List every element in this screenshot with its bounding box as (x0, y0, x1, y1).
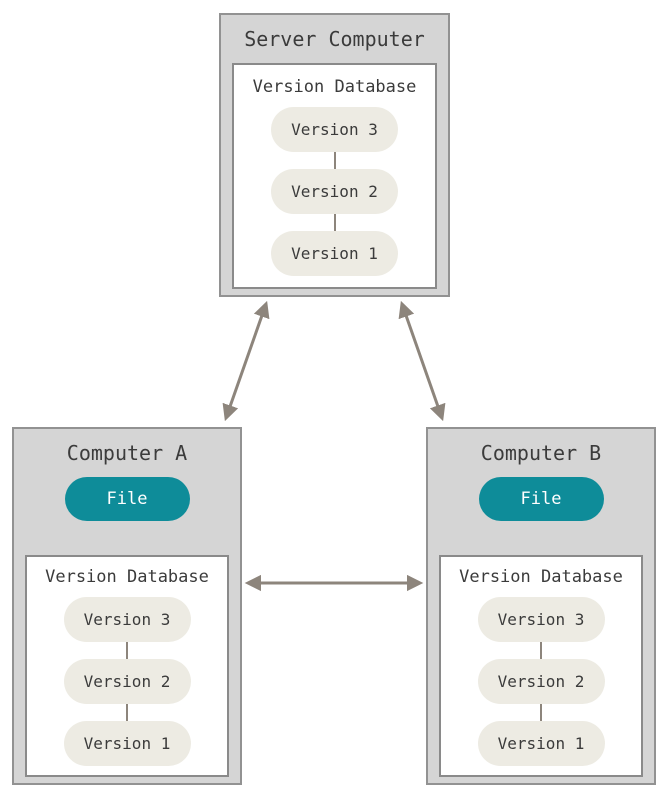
computer-b-box: Computer B File Version Database Version… (426, 427, 656, 785)
server-version-1-pill: Version 1 (271, 231, 398, 276)
computer-b-file-pill: File (478, 477, 604, 521)
computer-b-version-2-pill: Version 2 (477, 659, 605, 704)
computer-a-version-stack: Version 3 Version 2 Version 1 (27, 597, 227, 766)
server-version-database-box: Version Database Version 3 Version 2 Ver… (232, 63, 437, 289)
computer-a-title: Computer A (66, 441, 188, 465)
computer-a-version-database-label: Version Database (45, 567, 209, 587)
server-version-stack: Version 3 Version 2 Version 1 (234, 107, 435, 276)
computer-a-version-1-pill: Version 1 (63, 721, 191, 766)
server-version-3-pill: Version 3 (271, 107, 398, 152)
server-computer-box: Server Computer Version Database Version… (219, 13, 450, 297)
computer-b-title: Computer B (480, 441, 602, 465)
computer-a-version-3-pill: Version 3 (63, 597, 191, 642)
server-version-2-pill: Version 2 (271, 169, 398, 214)
computer-a-file-pill: File (64, 477, 190, 521)
computer-b-version-stack: Version 3 Version 2 Version 1 (441, 597, 641, 766)
arrow-server-computer-b (398, 300, 446, 422)
computer-b-connector-2-1 (540, 704, 542, 721)
arrow-server-computer-a (222, 300, 270, 422)
server-version-database-label: Version Database (252, 77, 417, 97)
computer-b-connector-3-2 (540, 642, 542, 659)
server-connector-3-2 (333, 152, 336, 169)
computer-a-connector-2-1 (126, 704, 128, 721)
computer-a-version-2-pill: Version 2 (63, 659, 191, 704)
computer-b-version-3-pill: Version 3 (477, 597, 605, 642)
computer-b-version-database-box: Version Database Version 3 Version 2 Ver… (439, 555, 643, 777)
server-connector-2-1 (333, 214, 336, 231)
computer-a-box: Computer A File Version Database Version… (12, 427, 242, 785)
computer-a-version-database-box: Version Database Version 3 Version 2 Ver… (25, 555, 229, 777)
computer-a-connector-3-2 (126, 642, 128, 659)
computer-b-version-1-pill: Version 1 (477, 721, 605, 766)
computer-b-version-database-label: Version Database (459, 567, 623, 587)
server-computer-title: Server Computer (244, 27, 425, 51)
